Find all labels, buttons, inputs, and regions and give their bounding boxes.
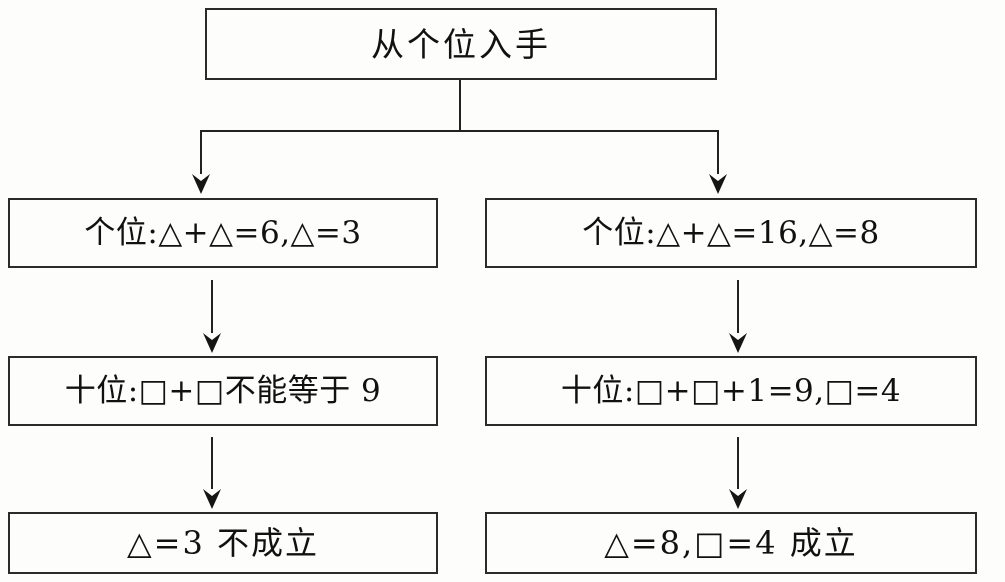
node-root: 从个位入手 — [205, 8, 717, 80]
connector-root-stem — [459, 80, 461, 131]
node-right-result-label: △=8,□=4 成立 — [604, 524, 858, 562]
node-left-step2-label: 十位:□+□不能等于 9 — [64, 372, 382, 409]
connector-left-step2-to-result-arrowhead — [203, 489, 221, 509]
node-right-step2-label: 十位:□+□+1=9,□=4 — [560, 372, 902, 409]
node-right-step1-label: 个位:△+△=16,△=8 — [582, 214, 880, 251]
node-right-step1: 个位:△+△=16,△=8 — [485, 198, 977, 268]
connector-root-to-left-shaft — [200, 130, 202, 176]
node-left-step1: 个位:△+△=6,△=3 — [8, 198, 438, 268]
connector-right-step2-to-result-arrowhead — [729, 489, 747, 509]
connector-root-to-right-arrowhead — [709, 174, 727, 194]
node-left-step2: 十位:□+□不能等于 9 — [8, 356, 438, 426]
connector-right-step2-to-result-shaft — [737, 437, 739, 491]
node-right-step2: 十位:□+□+1=9,□=4 — [485, 356, 977, 426]
connector-left-step1-to-step2-shaft — [211, 280, 213, 336]
connector-left-step1-to-step2-arrowhead — [203, 333, 221, 353]
node-left-result: △=3 不成立 — [8, 512, 438, 574]
node-right-result: △=8,□=4 成立 — [485, 512, 977, 574]
connector-split-bar — [200, 130, 719, 132]
connector-right-step1-to-step2-shaft — [737, 280, 739, 336]
connector-root-to-left-arrowhead — [192, 174, 210, 194]
node-root-label: 从个位入手 — [371, 24, 551, 64]
node-left-step1-label: 个位:△+△=6,△=3 — [84, 214, 362, 251]
node-left-result-label: △=3 不成立 — [127, 524, 319, 562]
connector-left-step2-to-result-shaft — [211, 437, 213, 491]
connector-root-to-right-shaft — [717, 130, 719, 176]
connector-right-step1-to-step2-arrowhead — [729, 333, 747, 353]
